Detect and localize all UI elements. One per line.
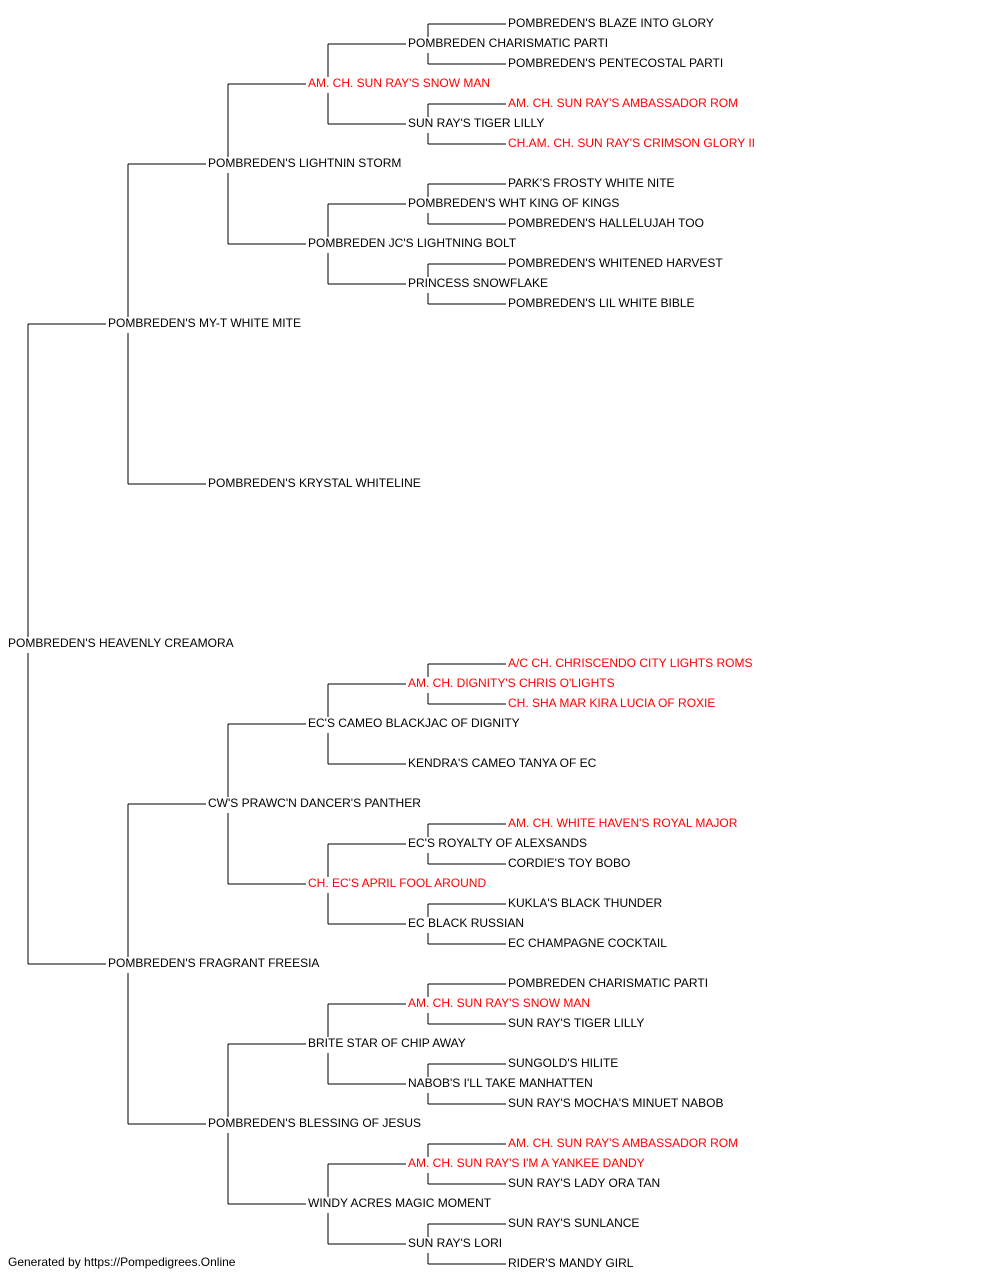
dam-name: SUN RAY'S LORI: [408, 1236, 502, 1250]
sire-name: AM. CH. SUN RAY'S SNOW MAN: [408, 996, 590, 1010]
dam-name: CH. SHA MAR KIRA LUCIA OF ROXIE: [508, 696, 715, 710]
sire-name: CW'S PRAWC'N DANCER'S PANTHER: [208, 796, 421, 810]
dam-name: EC CHAMPAGNE COCKTAIL: [508, 936, 667, 950]
sire-name: POMBREDEN'S WHT KING OF KINGS: [408, 196, 619, 210]
sire-name: SUN RAY'S SUNLANCE: [508, 1216, 639, 1230]
sire-name: KUKLA'S BLACK THUNDER: [508, 896, 662, 910]
sire-name: BRITE STAR OF CHIP AWAY: [308, 1036, 466, 1050]
subject-name: POMBREDEN'S HEAVENLY CREAMORA: [8, 636, 234, 650]
sire-name: AM. CH. SUN RAY'S SNOW MAN: [308, 76, 490, 90]
dam-name: SUN RAY'S TIGER LILLY: [508, 1016, 644, 1030]
dam-name: POMBREDEN'S KRYSTAL WHITELINE: [208, 476, 421, 490]
sire-name: POMBREDEN'S WHITENED HARVEST: [508, 256, 723, 270]
sire-name: PARK'S FROSTY WHITE NITE: [508, 176, 675, 190]
dam-name: POMBREDEN'S PENTECOSTAL PARTI: [508, 56, 723, 70]
sire-name: EC'S CAMEO BLACKJAC OF DIGNITY: [308, 716, 520, 730]
sire-name: POMBREDEN'S LIGHTNIN STORM: [208, 156, 401, 170]
sire-name: POMBREDEN'S BLAZE INTO GLORY: [508, 16, 714, 30]
sire-name: A/C CH. CHRISCENDO CITY LIGHTS ROMS: [508, 656, 752, 670]
sire-name: SUNGOLD'S HILITE: [508, 1056, 618, 1070]
dam-name: NABOB'S I'LL TAKE MANHATTEN: [408, 1076, 593, 1090]
dam-name: SUN RAY'S LADY ORA TAN: [508, 1176, 660, 1190]
dam-name: CORDIE'S TOY BOBO: [508, 856, 630, 870]
sire-name: POMBREDEN CHARISMATIC PARTI: [508, 976, 708, 990]
sire-name: POMBREDEN CHARISMATIC PARTI: [408, 36, 608, 50]
dam-name: WINDY ACRES MAGIC MOMENT: [308, 1196, 492, 1210]
dam-name: POMBREDEN'S HALLELUJAH TOO: [508, 216, 704, 230]
dam-name: POMBREDEN'S FRAGRANT FREESIA: [108, 956, 319, 970]
sire-name: AM. CH. DIGNITY'S CHRIS O'LIGHTS: [408, 676, 615, 690]
sire-name: AM. CH. SUN RAY'S AMBASSADOR ROM: [508, 96, 738, 110]
dam-name: PRINCESS SNOWFLAKE: [408, 276, 548, 290]
dam-name: RIDER'S MANDY GIRL: [508, 1256, 634, 1270]
dam-name: SUN RAY'S MOCHA'S MINUET NABOB: [508, 1096, 724, 1110]
dam-name: CH. EC'S APRIL FOOL AROUND: [308, 876, 486, 890]
sire-name: AM. CH. SUN RAY'S I'M A YANKEE DANDY: [408, 1156, 645, 1170]
sire-name: AM. CH. SUN RAY'S AMBASSADOR ROM: [508, 1136, 738, 1150]
dam-name: KENDRA'S CAMEO TANYA OF EC: [408, 756, 597, 770]
dam-name: CH.AM. CH. SUN RAY'S CRIMSON GLORY II: [508, 136, 755, 150]
sire-name: EC'S ROYALTY OF ALEXSANDS: [408, 836, 587, 850]
dam-name: POMBREDEN JC'S LIGHTNING BOLT: [308, 236, 517, 250]
dam-name: POMBREDEN'S BLESSING OF JESUS: [208, 1116, 421, 1130]
dam-name: EC BLACK RUSSIAN: [408, 916, 524, 930]
footer-credit: Generated by https://Pompedigrees.Online: [8, 1255, 236, 1269]
dam-name: SUN RAY'S TIGER LILLY: [408, 116, 544, 130]
dam-name: POMBREDEN'S LIL WHITE BIBLE: [508, 296, 695, 310]
sire-name: AM. CH. WHITE HAVEN'S ROYAL MAJOR: [508, 816, 738, 830]
sire-name: POMBREDEN'S MY-T WHITE MITE: [108, 316, 301, 330]
